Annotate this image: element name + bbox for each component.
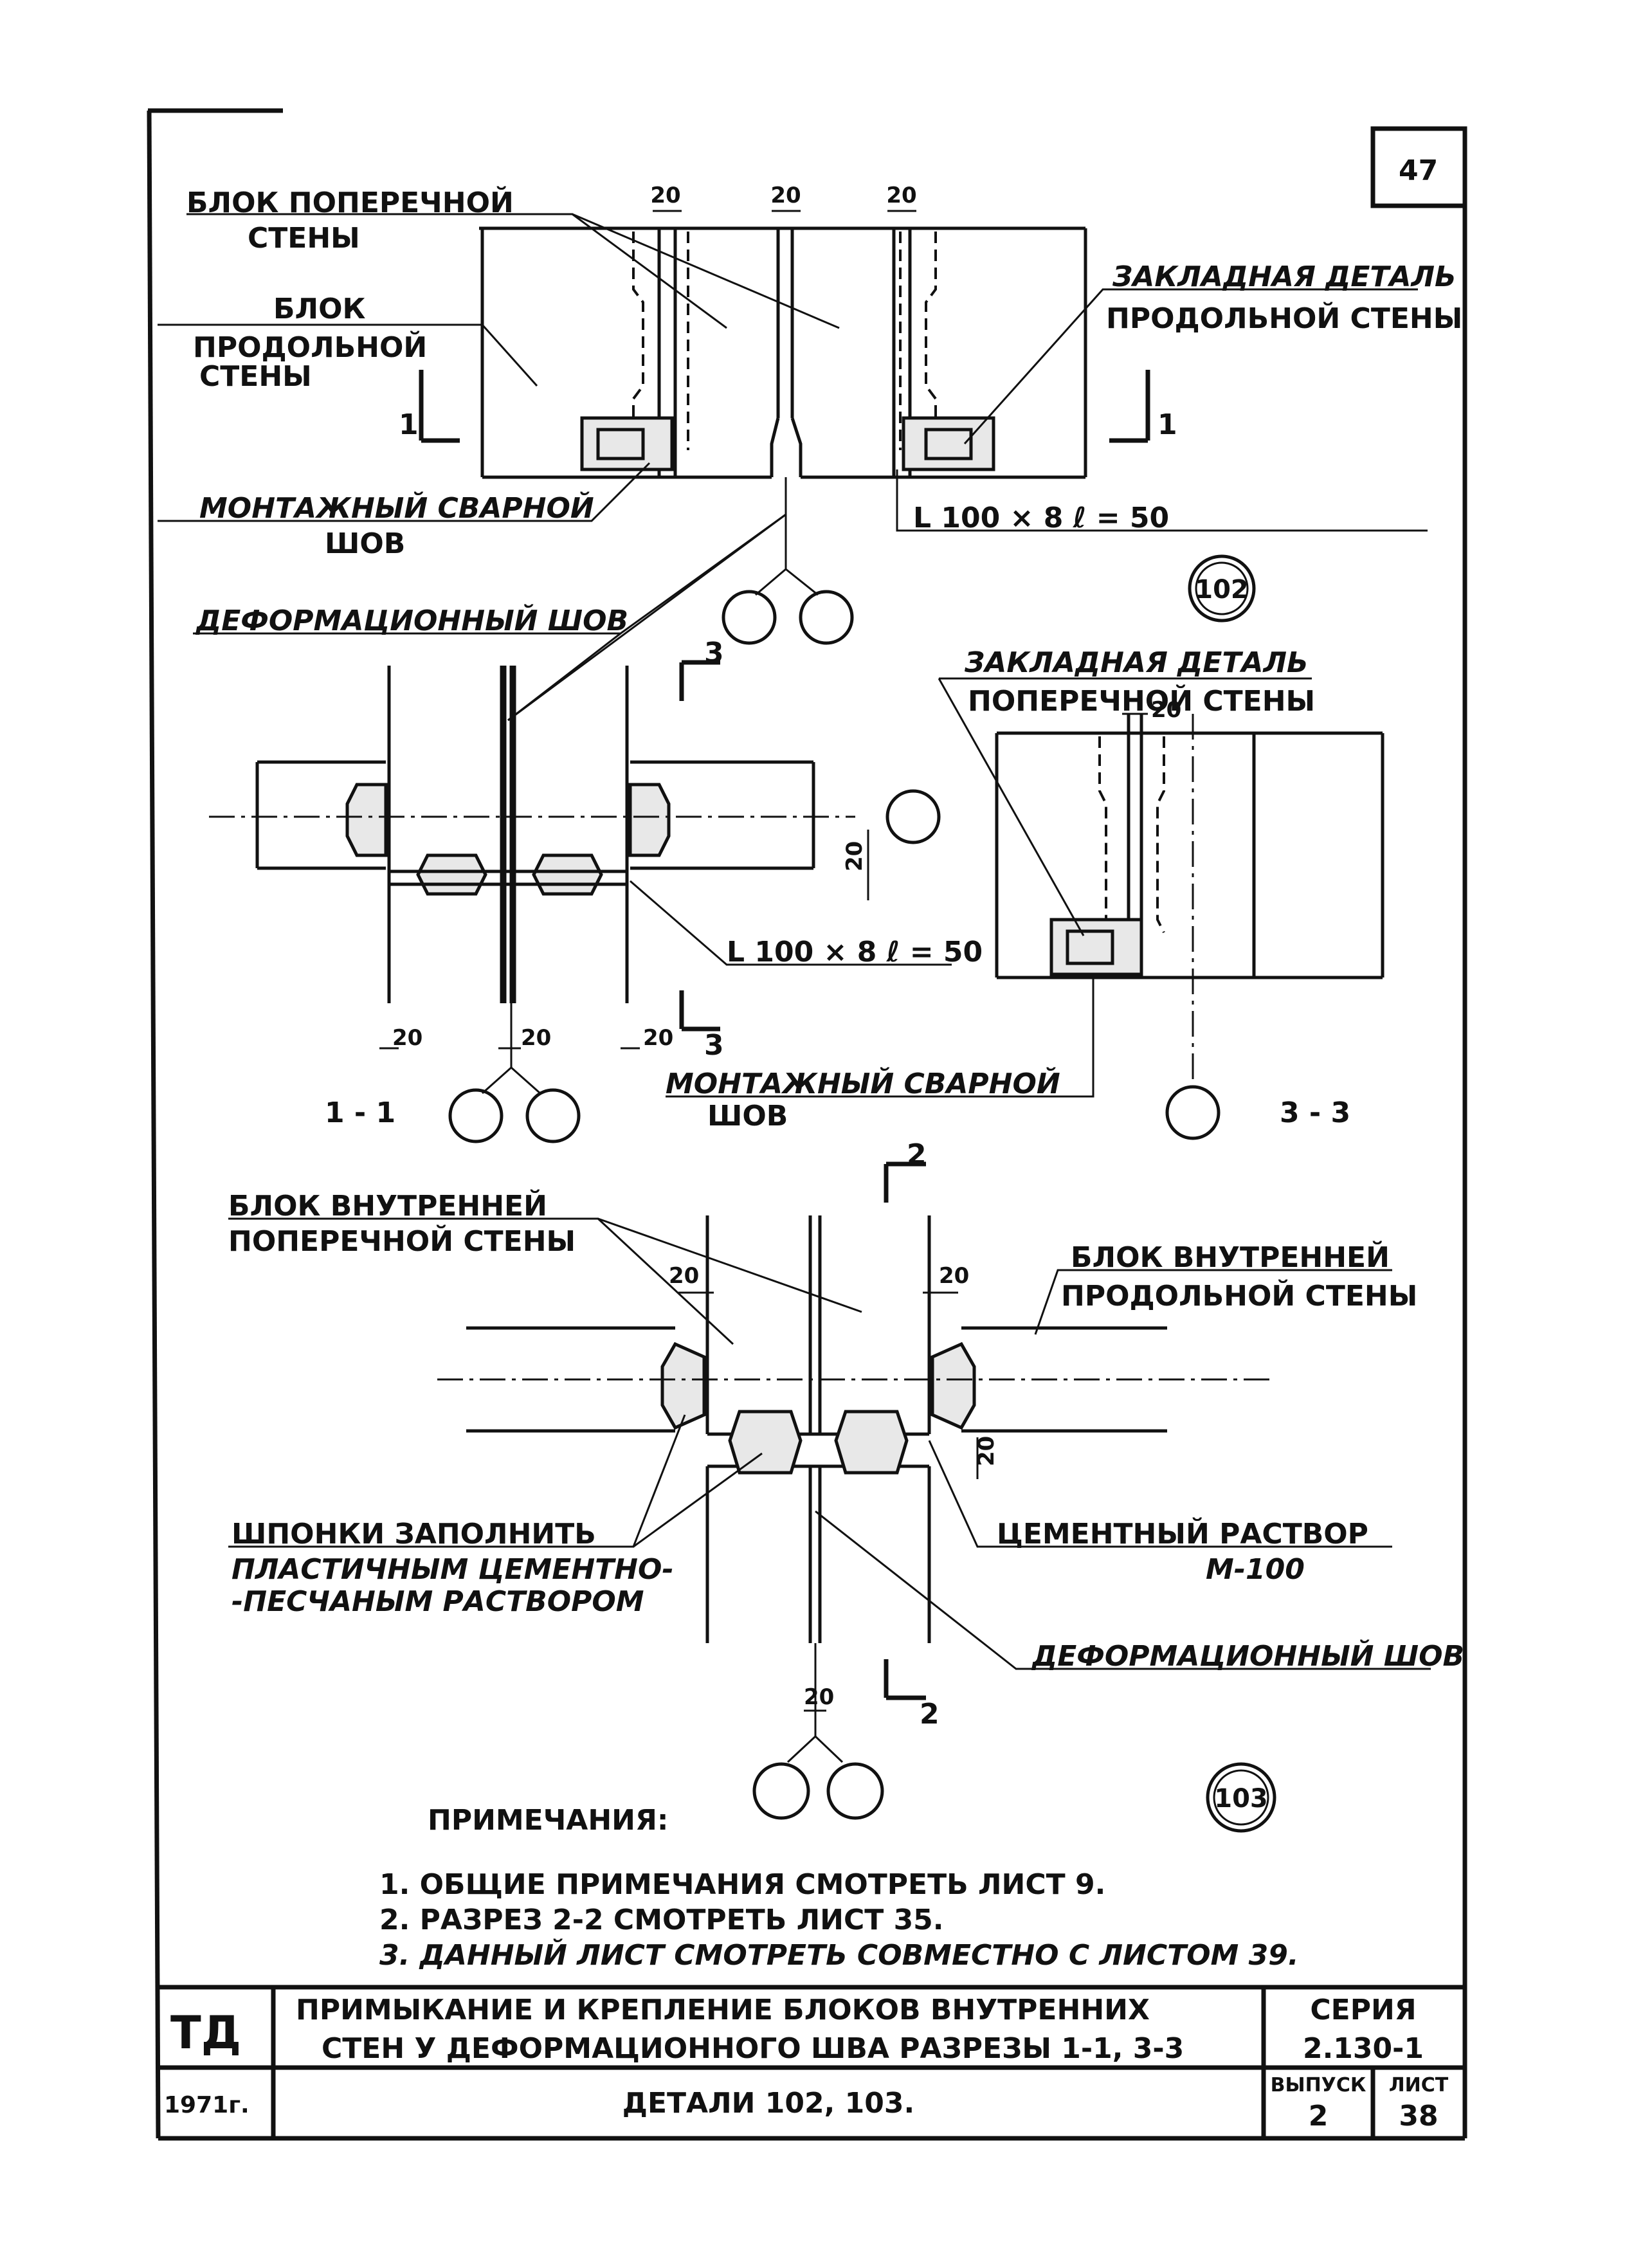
section-mark-2-bottom: 2 [920, 1698, 939, 1731]
section-mark-3-top: 3 [704, 637, 724, 669]
label-weld-1: МОНТАЖНЫЙ СВАРНОЙ [199, 491, 594, 525]
label-cement-1: ЦЕМЕНТНЫЙ РАСТВОР [997, 1516, 1368, 1551]
sheet-frame [147, 108, 1467, 2141]
dim-3-3: 20 [1151, 697, 1181, 723]
label-inner-transverse-1: БЛОК ВНУТРЕННЕЙ [228, 1188, 547, 1223]
label-inner-transverse-2: ПОПЕРЕЧНОЙ СТЕНЫ [228, 1224, 576, 1258]
label-embed-transverse-2: ПОПЕРЕЧНОЙ СТЕНЫ [968, 684, 1315, 718]
section-1-1-drawing [209, 660, 952, 1143]
label-inner-long-2: ПРОДОЛЬНОЙ СТЕНЫ [1061, 1278, 1417, 1313]
dim-1-1-right: 20 [643, 1025, 673, 1051]
detail-102-number: 102 [1195, 575, 1249, 605]
section-3-3-drawing [666, 677, 1384, 1140]
label-deform-joint-103: ДЕФОРМАЦИОННЫЙ ШОВ [1031, 1639, 1464, 1673]
section-mark-2-top: 2 [907, 1138, 927, 1171]
label-deform-joint-102: ДЕФОРМАЦИОННЫЙ ШОВ [195, 603, 628, 637]
issue-value: 2 [1309, 2100, 1329, 2133]
sheet-label: ЛИСТ [1389, 2074, 1449, 2097]
label-block-long-3: СТЕНЫ [199, 360, 312, 393]
dim-1-1-vert: 20 [842, 841, 867, 871]
detail-102-drawing [158, 210, 1428, 722]
dim-103-right: 20 [939, 1263, 969, 1289]
label-embed-long-2: ПРОДОЛЬНОЙ СТЕНЫ [1106, 301, 1462, 335]
section-mark-1-left: 1 [399, 408, 419, 441]
label-block-transverse-2: СТЕНЫ [248, 222, 360, 255]
org-code: ТД [170, 2006, 241, 2059]
section-mark-3-bottom: 3 [704, 1029, 724, 1062]
title-line-1: ПРИМЫКАНИЕ И КРЕПЛЕНИЕ БЛОКОВ ВНУТРЕННИХ [296, 1994, 1150, 2026]
issue-label: ВЫПУСК [1271, 2074, 1366, 2097]
title-line-3: ДЕТАЛИ 102, 103. [622, 2087, 914, 2120]
section-mark-1-right: 1 [1157, 408, 1177, 441]
note-3: 3. ДАННЫЙ ЛИСТ СМОТРЕТЬ СОВМЕСТНО С ЛИСТ… [379, 1938, 1299, 1972]
dim-1-1-left: 20 [392, 1025, 422, 1051]
year: 1971г. [164, 2092, 250, 2118]
title-block-frame [158, 1985, 1465, 2138]
notes-heading: ПРИМЕЧАНИЯ: [428, 1804, 668, 1837]
label-weld-3-3-2: ШОВ [707, 1100, 788, 1132]
label-block-long-1: БЛОК [273, 293, 365, 325]
dim-103-vert: 20 [974, 1436, 999, 1466]
dim-102-1: 20 [650, 183, 680, 208]
title-line-2: СТЕН У ДЕФОРМАЦИОННОГО ШВА РАЗРЕЗЫ 1-1, … [322, 2032, 1184, 2065]
label-angle-1-1: L 100 × 8 ℓ = 50 [727, 936, 983, 969]
sheet-value: 38 [1399, 2100, 1438, 2133]
label-angle-102: L 100 × 8 ℓ = 50 [913, 502, 1169, 534]
dim-102-2: 20 [770, 183, 801, 208]
label-block-long-2: ПРОДОЛЬНОЙ [193, 330, 427, 364]
label-embed-long-1: ЗАКЛАДНАЯ ДЕТАЛЬ [1112, 260, 1457, 293]
section-1-1-title: 1 - 1 [325, 1096, 395, 1129]
label-embed-transverse-1: ЗАКЛАДНАЯ ДЕТАЛЬ [964, 646, 1309, 679]
dim-1-1-mid: 20 [521, 1025, 551, 1051]
dim-103-bottom: 20 [804, 1684, 834, 1710]
label-keys-1: ШПОНКИ ЗАПОЛНИТЬ [231, 1518, 596, 1551]
dim-103-left: 20 [669, 1263, 699, 1289]
series-label: СЕРИЯ [1310, 1994, 1416, 2026]
label-cement-2: М-100 [1206, 1553, 1305, 1586]
note-2: 2. РАЗРЕЗ 2-2 СМОТРЕТЬ ЛИСТ 35. [379, 1904, 944, 1936]
label-block-transverse-1: БЛОК ПОПЕРЕЧНОЙ [186, 185, 514, 219]
detail-103-number: 103 [1214, 1784, 1268, 1814]
label-weld-3-3-1: МОНТАЖНЫЙ СВАРНОЙ [666, 1066, 1060, 1100]
label-keys-2: ПЛАСТИЧНЫМ ЦЕМЕНТНО- [231, 1553, 674, 1586]
dim-102-3: 20 [886, 183, 916, 208]
section-3-3-title: 3 - 3 [1280, 1096, 1350, 1129]
label-inner-long-1: БЛОК ВНУТРЕННЕЙ [1071, 1240, 1390, 1274]
label-weld-2: ШОВ [325, 527, 405, 560]
label-keys-3: -ПЕСЧАНЫМ РАСТВОРОМ [231, 1585, 644, 1618]
note-1: 1. ОБЩИЕ ПРИМЕЧАНИЯ СМОТРЕТЬ ЛИСТ 9. [379, 1868, 1105, 1901]
page-number: 47 [1399, 154, 1438, 187]
detail-103-drawing [228, 1161, 1431, 1833]
series-value: 2.130-1 [1303, 2032, 1424, 2065]
